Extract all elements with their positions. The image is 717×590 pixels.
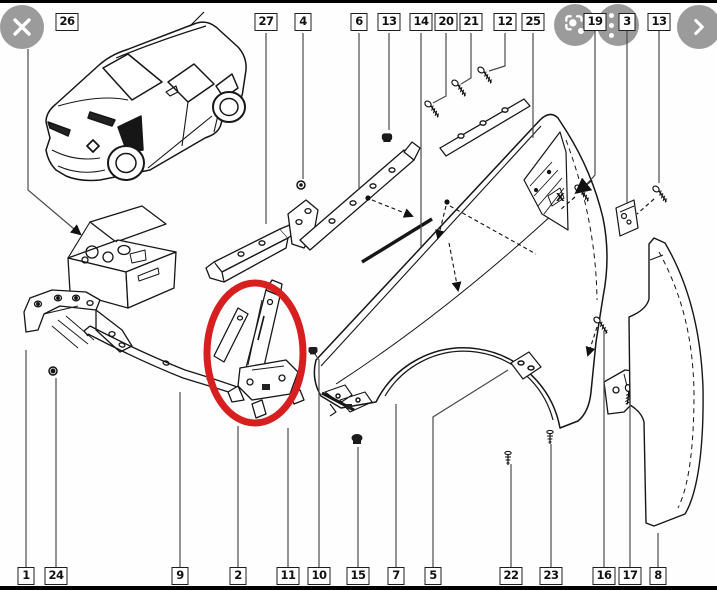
close-icon <box>13 18 31 36</box>
leader-lines <box>25 31 660 568</box>
part-label-1: 1 <box>17 567 35 585</box>
next-image-button[interactable] <box>677 5 717 49</box>
part-label-22: 22 <box>499 567 523 585</box>
part-label-16: 16 <box>592 567 616 585</box>
part-label-19: 19 <box>583 13 607 31</box>
x-mark-text: X <box>556 191 565 204</box>
car-illustration <box>45 11 247 182</box>
part-label-24: 24 <box>44 567 68 585</box>
part-label-13: 13 <box>647 13 671 31</box>
part-label-21: 21 <box>459 13 483 31</box>
part-label-25: 25 <box>521 13 545 31</box>
kebab-menu-icon <box>608 10 614 40</box>
part-label-20: 20 <box>434 13 458 31</box>
front-fender-panel <box>313 113 608 429</box>
part-label-4: 4 <box>294 13 312 31</box>
rail-end-bracket <box>205 223 297 283</box>
upper-rail <box>287 133 421 251</box>
bottom-border <box>0 586 717 590</box>
top-border <box>0 0 717 3</box>
part-label-5: 5 <box>424 567 442 585</box>
chevron-right-icon <box>694 18 704 36</box>
cowl-rail <box>421 65 531 157</box>
highlighted-fender-bracket <box>213 279 305 419</box>
part-label-11: 11 <box>276 567 300 585</box>
part-label-8: 8 <box>649 567 667 585</box>
part-label-23: 23 <box>539 567 563 585</box>
part-label-14: 14 <box>409 13 433 31</box>
close-button[interactable] <box>0 5 44 49</box>
part-label-13: 13 <box>377 13 401 31</box>
nut-part-4 <box>296 180 306 190</box>
right-fasteners <box>559 183 671 237</box>
part-label-7: 7 <box>387 567 405 585</box>
lens-icon <box>565 15 584 34</box>
part-label-10: 10 <box>307 567 331 585</box>
part-label-27: 27 <box>254 13 278 31</box>
part-label-26: 26 <box>55 13 79 31</box>
red-highlight-circle <box>203 279 307 427</box>
part-label-17: 17 <box>618 567 642 585</box>
part-label-2: 2 <box>229 567 247 585</box>
left-support-bracket <box>23 289 133 376</box>
assembly-reference-lines <box>365 195 598 357</box>
bottom-fasteners <box>308 347 363 444</box>
part-label-3: 3 <box>618 13 636 31</box>
protection-molding <box>628 237 704 527</box>
part-label-12: 12 <box>493 13 517 31</box>
part-label-9: 9 <box>171 567 189 585</box>
part-label-6: 6 <box>350 13 368 31</box>
part-label-15: 15 <box>346 567 370 585</box>
